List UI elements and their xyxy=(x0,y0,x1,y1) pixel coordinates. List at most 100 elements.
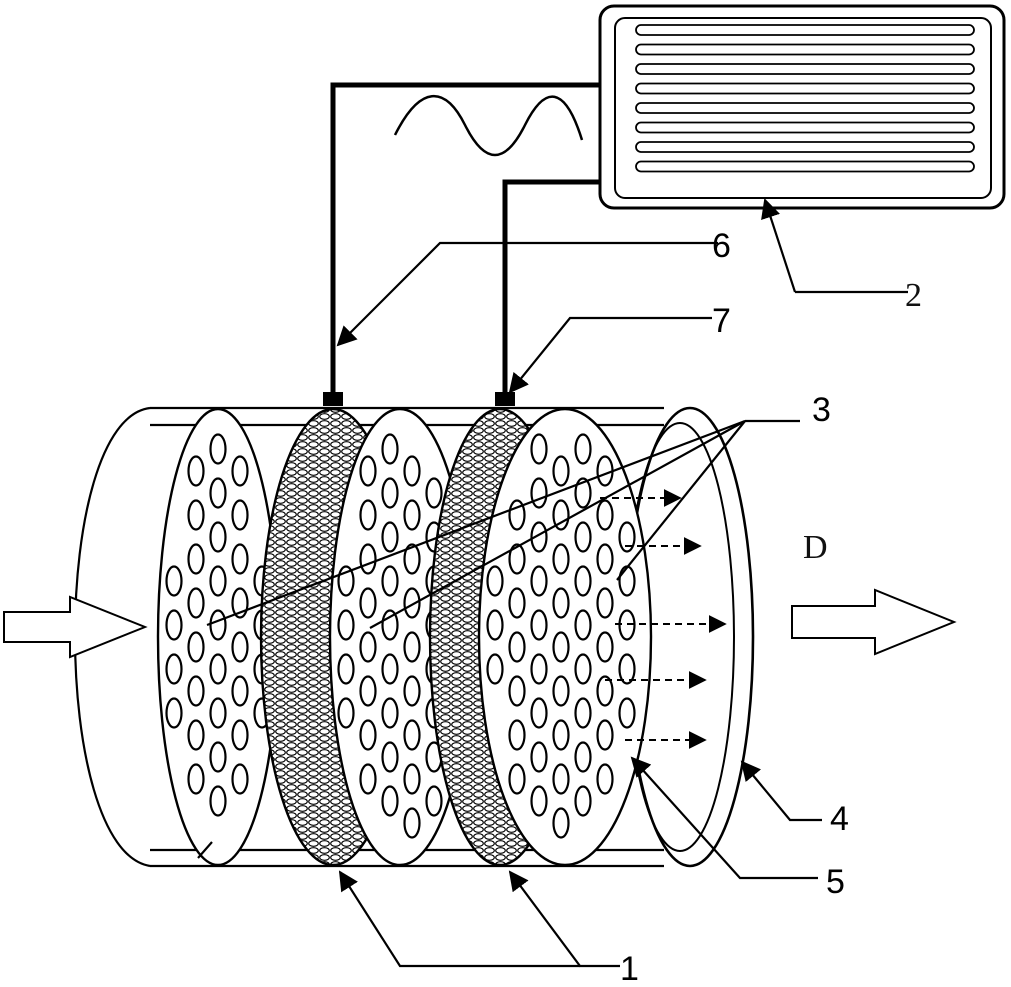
heater-line xyxy=(635,121,975,134)
hole xyxy=(187,719,205,751)
label-2: 2 xyxy=(905,277,922,314)
hole xyxy=(359,499,377,531)
label-1: 1 xyxy=(620,950,639,987)
hole xyxy=(574,609,592,641)
hole xyxy=(596,587,614,619)
label-6: 6 xyxy=(712,227,731,265)
heater-line xyxy=(635,24,975,36)
hole xyxy=(530,609,548,641)
heater-line xyxy=(635,43,975,56)
hole xyxy=(596,543,614,575)
hole xyxy=(359,587,377,619)
label-7: 7 xyxy=(712,302,731,340)
hole xyxy=(381,433,399,465)
hole xyxy=(530,741,548,773)
hole xyxy=(187,763,205,795)
connector-6 xyxy=(323,392,343,406)
hole xyxy=(486,565,504,597)
hole xyxy=(403,587,421,619)
heater-line xyxy=(635,82,975,95)
hole xyxy=(209,565,227,597)
heater-line xyxy=(635,160,975,173)
hole xyxy=(552,499,570,531)
hole xyxy=(530,477,548,509)
hole xyxy=(187,543,205,575)
hole xyxy=(381,609,399,641)
hole xyxy=(530,565,548,597)
leader-lines xyxy=(197,198,908,968)
hole xyxy=(574,653,592,685)
hole xyxy=(231,763,249,795)
hole xyxy=(574,477,592,509)
hole xyxy=(403,807,421,839)
hole xyxy=(381,697,399,729)
hole xyxy=(359,455,377,487)
hole xyxy=(209,433,227,465)
hole xyxy=(381,477,399,509)
hole xyxy=(596,763,614,795)
hole xyxy=(574,741,592,773)
hole xyxy=(530,785,548,817)
hole xyxy=(209,785,227,817)
hole xyxy=(552,807,570,839)
hole xyxy=(403,719,421,751)
hole xyxy=(596,499,614,531)
hole xyxy=(574,785,592,817)
wire-6 xyxy=(330,82,600,398)
hole xyxy=(359,631,377,663)
hole xyxy=(209,653,227,685)
hole xyxy=(187,631,205,663)
hole xyxy=(359,543,377,575)
hole xyxy=(530,697,548,729)
hole xyxy=(165,697,183,729)
hole xyxy=(231,499,249,531)
hole xyxy=(574,433,592,465)
hole xyxy=(359,719,377,751)
hole xyxy=(596,719,614,751)
wire-7 xyxy=(502,179,600,398)
hole xyxy=(359,675,377,707)
hole xyxy=(486,653,504,685)
hole xyxy=(337,653,355,685)
hole xyxy=(403,455,421,487)
connector-7 xyxy=(495,392,515,406)
hole xyxy=(381,521,399,553)
perforated-plate-1 xyxy=(156,407,280,867)
heater-line xyxy=(635,63,975,75)
label-3: 3 xyxy=(812,391,831,429)
label-5: 5 xyxy=(826,863,845,901)
hole xyxy=(552,587,570,619)
hole xyxy=(231,719,249,751)
hole xyxy=(486,609,504,641)
hole xyxy=(530,521,548,553)
hole xyxy=(403,631,421,663)
hole xyxy=(403,675,421,707)
hole xyxy=(618,653,636,685)
hole xyxy=(425,785,443,817)
hole xyxy=(403,499,421,531)
filter-plates xyxy=(156,407,653,867)
hole xyxy=(508,543,526,575)
hole xyxy=(337,609,355,641)
hole xyxy=(552,543,570,575)
hole xyxy=(381,565,399,597)
hole xyxy=(359,763,377,795)
hole xyxy=(508,675,526,707)
hole xyxy=(209,697,227,729)
hole xyxy=(618,521,636,553)
hole xyxy=(552,631,570,663)
hole xyxy=(337,697,355,729)
hole xyxy=(596,675,614,707)
hole xyxy=(403,763,421,795)
hole xyxy=(618,697,636,729)
hole xyxy=(574,565,592,597)
hole xyxy=(403,543,421,575)
hole xyxy=(231,455,249,487)
hole xyxy=(381,785,399,817)
hole xyxy=(209,477,227,509)
hole xyxy=(552,675,570,707)
hole xyxy=(552,763,570,795)
outlet-arrow xyxy=(791,588,957,656)
label-d: D xyxy=(803,529,828,566)
